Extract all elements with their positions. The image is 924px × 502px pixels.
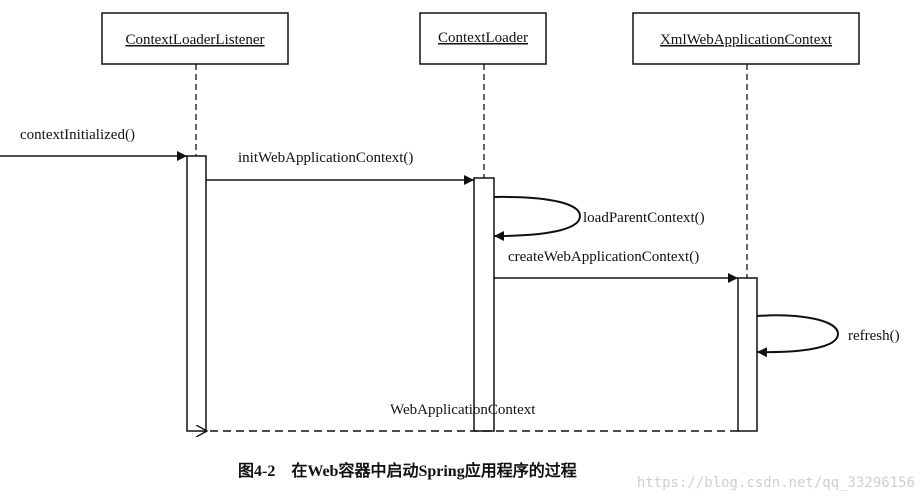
message-web-application-context-return: WebApplicationContext (207, 402, 738, 431)
message-label: refresh() (848, 328, 900, 344)
activation-bar-loader (473, 177, 495, 432)
participant-context-loader-listener: ContextLoaderListener (101, 12, 289, 65)
participant-xml-web-application-context: XmlWebApplicationContext (632, 12, 860, 65)
message-label: contextInitialized() (20, 127, 135, 143)
participant-context-loader: ContextLoader (419, 12, 547, 65)
message-label: createWebApplicationContext() (508, 249, 699, 265)
message-init-web-application-context: initWebApplicationContext() (206, 150, 474, 185)
activation-bar-listener (186, 155, 207, 432)
message-label: loadParentContext() (583, 210, 705, 226)
activation-bar-xmlctx (737, 277, 758, 432)
participant-label: ContextLoaderListener (125, 32, 264, 48)
watermark-text: https://blog.csdn.net/qq_33296156 (637, 475, 915, 491)
message-load-parent-context: loadParentContext() (493, 195, 705, 241)
message-label: WebApplicationContext (390, 402, 536, 418)
message-label: initWebApplicationContext() (238, 150, 413, 166)
participant-label: ContextLoader (438, 30, 528, 46)
message-refresh: refresh() (756, 314, 900, 358)
figure-caption: 图4-2 在Web容器中启动Spring应用程序的过程 (238, 461, 577, 480)
message-context-initialized: contextInitialized() (0, 127, 187, 161)
participant-label: XmlWebApplicationContext (660, 32, 833, 48)
message-arrow (493, 195, 582, 241)
message-create-web-application-context: createWebApplicationContext() (494, 249, 738, 283)
message-arrow (756, 314, 840, 358)
